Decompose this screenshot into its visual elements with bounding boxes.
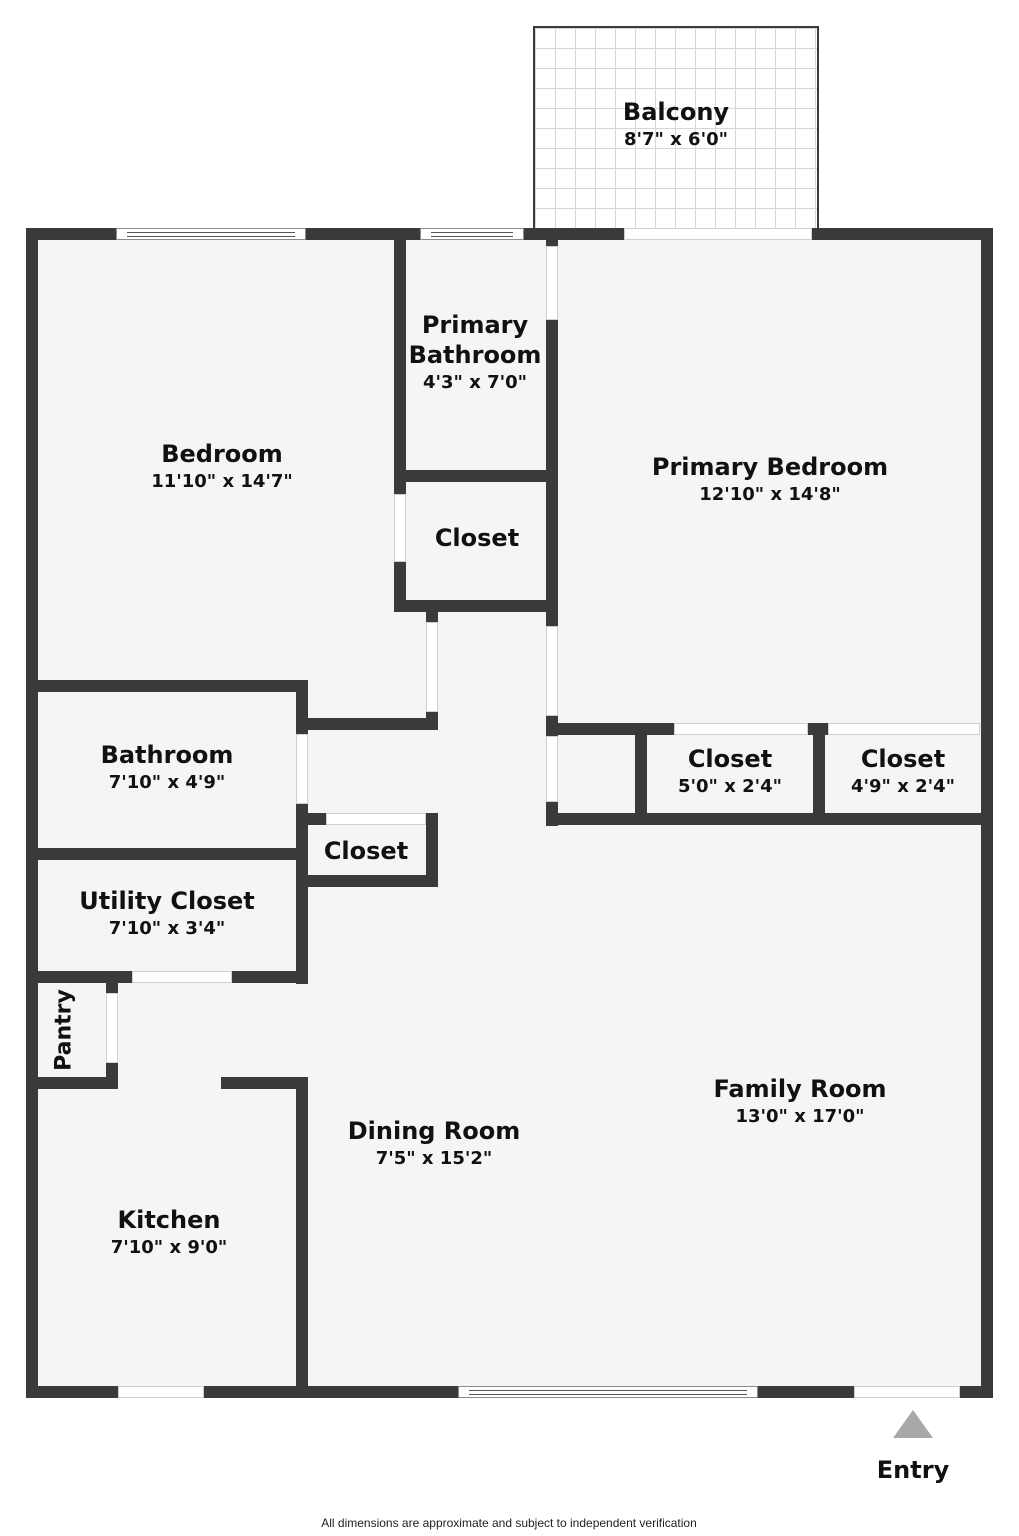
primary-bath-door	[546, 246, 558, 320]
room-dimensions: 7'10" x 4'9"	[108, 772, 226, 793]
bathroom-door	[296, 734, 308, 804]
utility-door	[132, 971, 232, 983]
closet-door	[394, 494, 406, 562]
wall	[232, 971, 308, 983]
room-name-line1: Primary	[421, 311, 529, 339]
wall	[306, 228, 420, 240]
room-dimensions: 5'0" x 2'4"	[677, 776, 783, 797]
wall	[26, 228, 116, 240]
kitchen-opening	[118, 1386, 204, 1398]
room-label-bedroom: Bedroom 11'10" x 14'7"	[151, 439, 293, 495]
wall	[394, 600, 558, 612]
wall	[204, 1386, 458, 1398]
room-label-utility-closet: Utility Closet 7'10" x 3'4"	[79, 886, 254, 942]
room-dimensions: 7'10" x 9'0"	[110, 1237, 228, 1258]
room-label-hall-closet: Closet	[324, 836, 408, 866]
wall	[296, 718, 438, 730]
room-name: Closet	[860, 745, 946, 773]
wall	[221, 1077, 308, 1089]
wall	[546, 813, 993, 825]
wall	[394, 470, 558, 482]
wall	[812, 228, 993, 240]
wall	[296, 813, 326, 825]
room-label-closet: Closet	[435, 523, 519, 553]
room-dimensions: 12'10" x 14'8"	[699, 484, 841, 505]
balcony-area	[533, 26, 819, 230]
room-label-closet-2: Closet 4'9" x 2'4"	[851, 744, 955, 800]
room-label-pantry: Pantry	[51, 989, 77, 1071]
wall	[26, 1077, 118, 1089]
wall	[758, 1386, 854, 1398]
primary-bedroom-door	[546, 626, 558, 716]
room-name: Utility Closet	[79, 887, 255, 915]
wall	[26, 1386, 118, 1398]
entry-label: Entry	[876, 1456, 950, 1484]
room-name-line2: Bathroom	[408, 341, 542, 369]
room-label-family-room: Family Room 13'0" x 17'0"	[713, 1074, 886, 1130]
wall	[26, 848, 308, 860]
sliding-door	[458, 1386, 758, 1398]
room-label-kitchen: Kitchen 7'10" x 9'0"	[111, 1205, 228, 1261]
wall	[426, 610, 438, 622]
room-name: Closet	[323, 837, 409, 865]
room-name: Kitchen	[117, 1206, 221, 1234]
closet-door	[546, 736, 558, 802]
wall	[296, 804, 308, 984]
room-name: Closet	[687, 745, 773, 773]
room-label-primary-bedroom: Primary Bedroom 12'10" x 14'8"	[652, 452, 888, 508]
wall	[296, 875, 438, 887]
room-label-primary-bathroom: Primary Bathroom 4'3" x 7'0"	[409, 310, 542, 396]
room-dimensions: 11'10" x 14'7"	[151, 471, 293, 492]
room-dimensions: 7'10" x 3'4"	[108, 918, 226, 939]
room-label-dining-room: Dining Room 7'5" x 15'2"	[348, 1116, 521, 1172]
room-dimensions: 4'9" x 2'4"	[850, 776, 956, 797]
triangle-up-arrow-icon	[893, 1410, 933, 1438]
wall	[26, 971, 132, 983]
window	[420, 228, 524, 240]
wall	[106, 971, 118, 993]
wall	[296, 680, 308, 734]
room-name: Closet	[434, 524, 520, 552]
room-name: Dining Room	[347, 1117, 521, 1145]
window	[116, 228, 306, 240]
room-name: Balcony	[622, 98, 730, 126]
balcony-opening	[624, 228, 812, 240]
wall	[524, 228, 624, 240]
room-name: Bedroom	[161, 440, 283, 468]
pantry-door	[106, 993, 118, 1063]
bedroom-door	[426, 622, 438, 712]
wall	[26, 228, 38, 1398]
room-dimensions: 4'3" x 7'0"	[422, 372, 528, 393]
room-dimensions: 8'7" x 6'0"	[623, 129, 729, 150]
closet-door	[326, 813, 426, 825]
closet-door	[674, 723, 808, 735]
disclaimer: All dimensions are approximate and subje…	[321, 1516, 697, 1530]
room-name: Primary Bedroom	[651, 453, 889, 481]
wall	[296, 1077, 308, 1398]
room-label-balcony: Balcony 8'7" x 6'0"	[623, 97, 729, 153]
wall	[813, 723, 825, 825]
room-dimensions: 13'0" x 17'0"	[735, 1106, 865, 1127]
entry-door[interactable]	[854, 1386, 960, 1398]
room-label-bathroom: Bathroom 7'10" x 4'9"	[101, 740, 234, 796]
wall	[426, 813, 438, 887]
room-name: Family Room	[713, 1075, 887, 1103]
wall	[546, 228, 558, 246]
room-label-closet-1: Closet 5'0" x 2'4"	[678, 744, 782, 800]
room-name: Bathroom	[100, 741, 234, 769]
closet-door	[828, 723, 980, 735]
wall	[960, 1386, 993, 1398]
wall	[635, 723, 647, 825]
wall	[394, 228, 406, 494]
wall	[546, 723, 674, 735]
room-dimensions: 7'5" x 15'2"	[375, 1148, 493, 1169]
wall	[26, 680, 308, 692]
wall	[394, 562, 406, 612]
